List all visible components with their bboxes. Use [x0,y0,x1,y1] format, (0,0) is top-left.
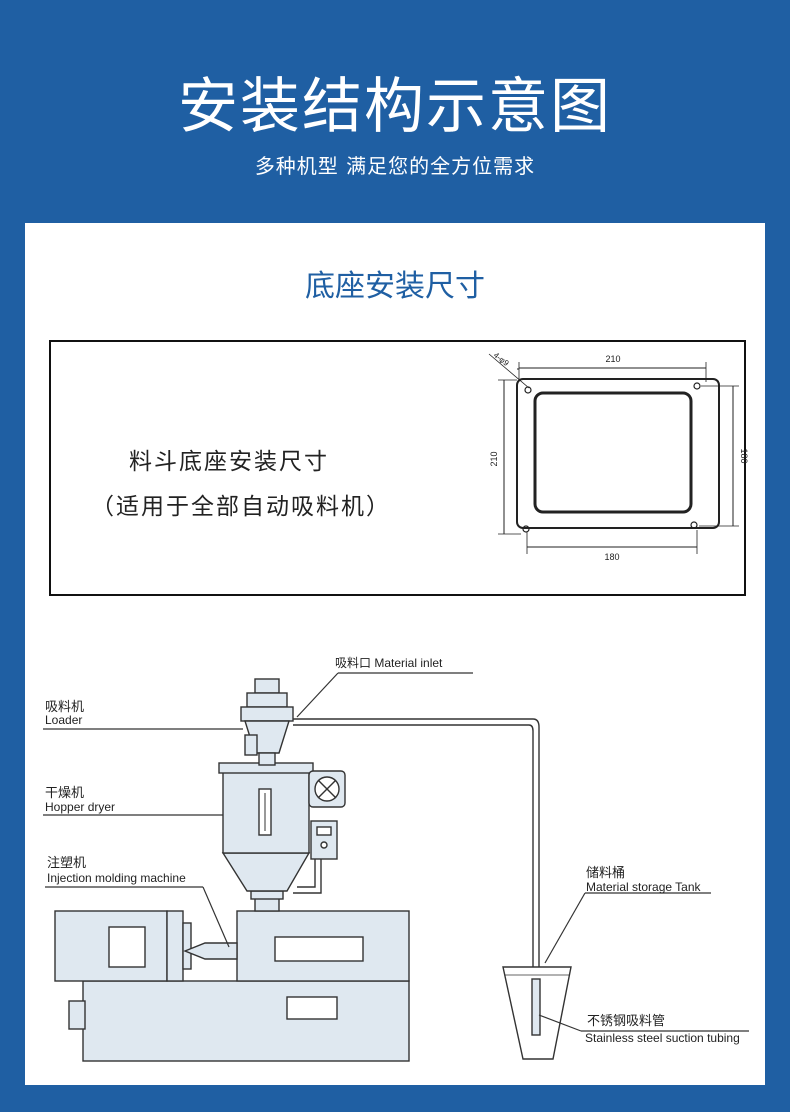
storage-tank [502,966,572,1060]
loader-ring [240,706,294,722]
platen [166,910,184,982]
inlet-leader [296,672,339,718]
tank-leader [544,892,586,964]
hopper-dryer [218,762,346,912]
mount-hole [690,521,698,529]
dim-bottom-label: 180 [604,552,619,562]
dryer-cone [221,852,311,892]
base-plate-drawing: 210 180 210 180 4-φ9 [488,350,748,562]
hole-spec-leader [488,353,530,389]
label-loader-en: Loader [45,713,82,727]
label-tubing-cn: 不锈钢吸料管 [587,1013,665,1028]
label-loader-cn: 吸料机 [45,699,84,714]
bed-end-block [68,1000,86,1030]
dim-top-label: 210 [605,354,620,364]
tubing-leader [538,1014,582,1032]
mount-hole [693,382,701,390]
platen-small [182,922,192,970]
injection-unit [236,910,410,982]
suction-tube [531,978,541,1036]
loader-top [246,692,288,708]
loader-motor [254,678,280,694]
label-dryer-cn: 干燥机 [45,785,84,800]
page-title: 安装结构示意图 [178,72,612,142]
assembly-diagram: 吸料口 Material inlet 吸料机 Loader 干燥机 Hopper… [43,656,749,1062]
air-pipe [297,859,316,888]
label-tank-en: Material storage Tank [586,880,702,894]
label-tubing-en: Stainless steel suction tubing [585,1031,740,1045]
page-subtitle: 多种机型 满足您的全方位需求 [254,154,536,178]
base-dimension-box: 料斗底座安装尺寸 （适用于全部自动吸料机） 210 180 [49,340,748,596]
base-label-line2: （适用于全部自动吸料机） [91,494,391,520]
injection-leader [202,886,230,948]
section-title: 底座安装尺寸 [305,269,485,304]
machine-bed [82,980,410,1062]
label-dryer-en: Hopper dryer [45,800,115,814]
base-plate-inner [533,391,693,514]
feed-throat-ring [250,890,284,900]
injection-window [274,936,364,962]
loader-neck [258,752,276,766]
mount-hole [522,525,530,533]
dim-right-label: 180 [739,448,748,463]
clamp-window [108,926,146,968]
label-material-inlet: 吸料口 Material inlet [335,656,443,670]
injection-machine [54,910,410,1062]
loader [240,678,294,766]
loader-valve [244,734,258,756]
suction-pipe [293,718,540,983]
label-tank-cn: 储料桶 [586,865,625,880]
nozzle [183,942,238,960]
label-injection-en: Injection molding machine [47,871,186,885]
label-injection-cn: 注塑机 [47,855,86,870]
base-label-line1: 料斗底座安装尺寸 [129,449,329,475]
dim-left-label: 210 [489,451,499,466]
content-panel: 底座安装尺寸 料斗底座安装尺寸 （适用于全部自动吸料机） 210 180 [25,223,765,1085]
base-plate-outer [516,378,720,529]
bed-window [286,996,338,1020]
